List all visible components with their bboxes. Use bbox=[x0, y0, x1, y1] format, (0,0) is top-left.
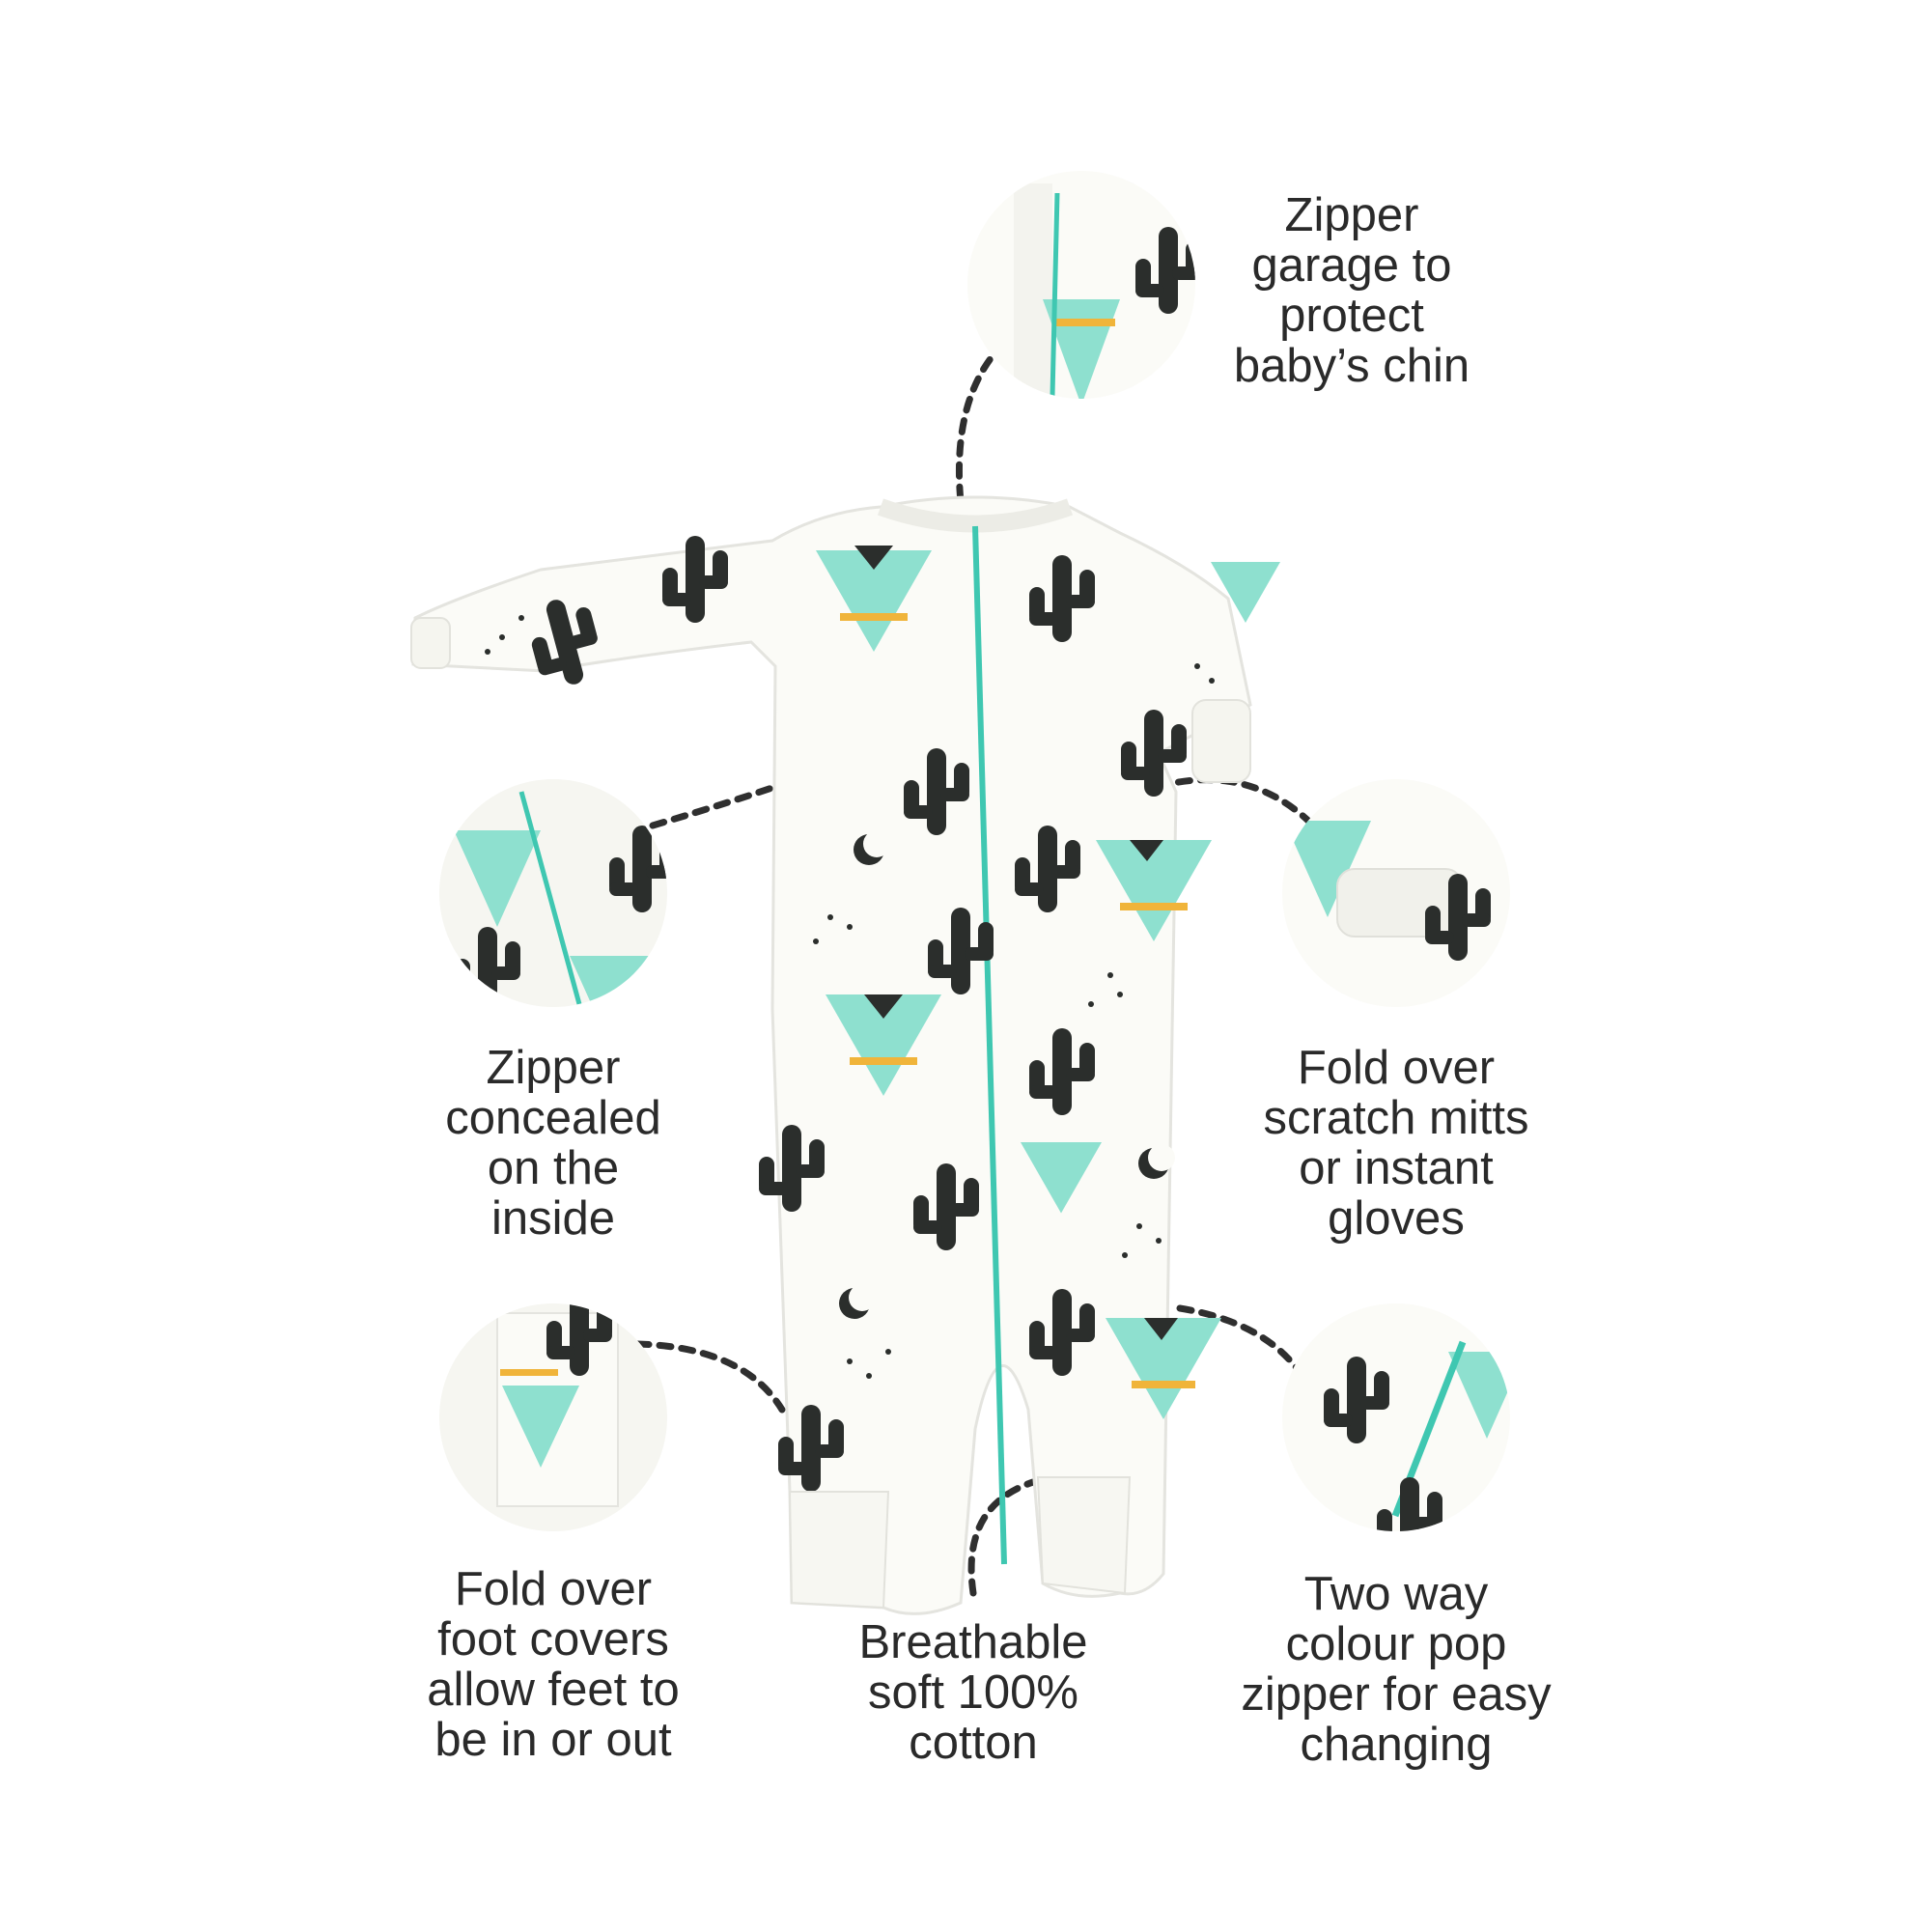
label-line: baby’s chin bbox=[1233, 340, 1470, 392]
label-line: Fold over bbox=[1297, 1042, 1496, 1094]
zipper-garage-detail-icon bbox=[967, 171, 1195, 399]
label-line: Zipper bbox=[1284, 189, 1419, 241]
label-line: Zipper bbox=[486, 1042, 621, 1094]
concealed-zipper-detail-icon bbox=[439, 779, 667, 1007]
connector-scratch-mitts bbox=[1153, 776, 1312, 825]
foot-cover-detail-icon bbox=[439, 1303, 667, 1531]
teepee-tips bbox=[854, 546, 1178, 1340]
left-foot-cover bbox=[788, 1491, 890, 1610]
label-line: changing bbox=[1300, 1719, 1493, 1771]
label-line: Two way bbox=[1303, 1568, 1489, 1620]
arrow-icon-scatter bbox=[485, 615, 1215, 1379]
label-line: inside bbox=[490, 1192, 616, 1245]
label-foot-covers: Fold over foot covers allow feet to be i… bbox=[394, 1564, 713, 1765]
label-line: zipper for easy bbox=[1241, 1668, 1552, 1721]
label-line: Fold over bbox=[454, 1563, 653, 1615]
romper-zipper bbox=[972, 525, 1007, 1565]
connector-zipper-garage bbox=[955, 339, 1008, 506]
baby-romper-icon bbox=[410, 495, 1280, 1615]
label-line: soft 100% bbox=[868, 1666, 1078, 1719]
label-scratch-mitts: Fold over scratch mitts or instant glove… bbox=[1226, 1043, 1566, 1244]
left-cuff bbox=[410, 617, 451, 669]
two-way-zipper-detail-icon bbox=[1282, 1303, 1510, 1531]
label-line: scratch mitts bbox=[1263, 1092, 1529, 1144]
label-line: be in or out bbox=[434, 1714, 672, 1766]
label-line: concealed bbox=[445, 1092, 661, 1144]
label-line: on the bbox=[487, 1142, 620, 1194]
right-mitt bbox=[1191, 699, 1251, 783]
teepee-stripes bbox=[840, 613, 1195, 1388]
romper-collar bbox=[877, 498, 1074, 533]
right-foot-cover bbox=[1036, 1476, 1132, 1595]
scratch-mitt-detail-icon bbox=[1282, 779, 1510, 1007]
label-zipper-concealed: Zipper concealed on the inside bbox=[415, 1043, 691, 1244]
label-line: protect bbox=[1279, 290, 1424, 342]
label-line: cotton bbox=[909, 1717, 1038, 1769]
connector-cotton bbox=[967, 1478, 1037, 1597]
moon-icon bbox=[839, 830, 1175, 1319]
label-line: colour pop bbox=[1285, 1618, 1507, 1670]
label-line: allow feet to bbox=[427, 1664, 680, 1716]
label-zipper-garage: Zipper garage to protect baby’s chin bbox=[1217, 190, 1487, 391]
label-two-way-zipper: Two way colour pop zipper for easy chang… bbox=[1207, 1569, 1585, 1770]
label-line: gloves bbox=[1328, 1192, 1465, 1245]
connector-foot-covers bbox=[633, 1340, 786, 1414]
label-line: garage to bbox=[1251, 239, 1452, 292]
label-line: Breathable bbox=[858, 1616, 1088, 1668]
label-line: or instant bbox=[1299, 1142, 1494, 1194]
label-cotton: Breathable soft 100% cotton bbox=[821, 1617, 1126, 1768]
label-line: foot covers bbox=[437, 1613, 669, 1666]
